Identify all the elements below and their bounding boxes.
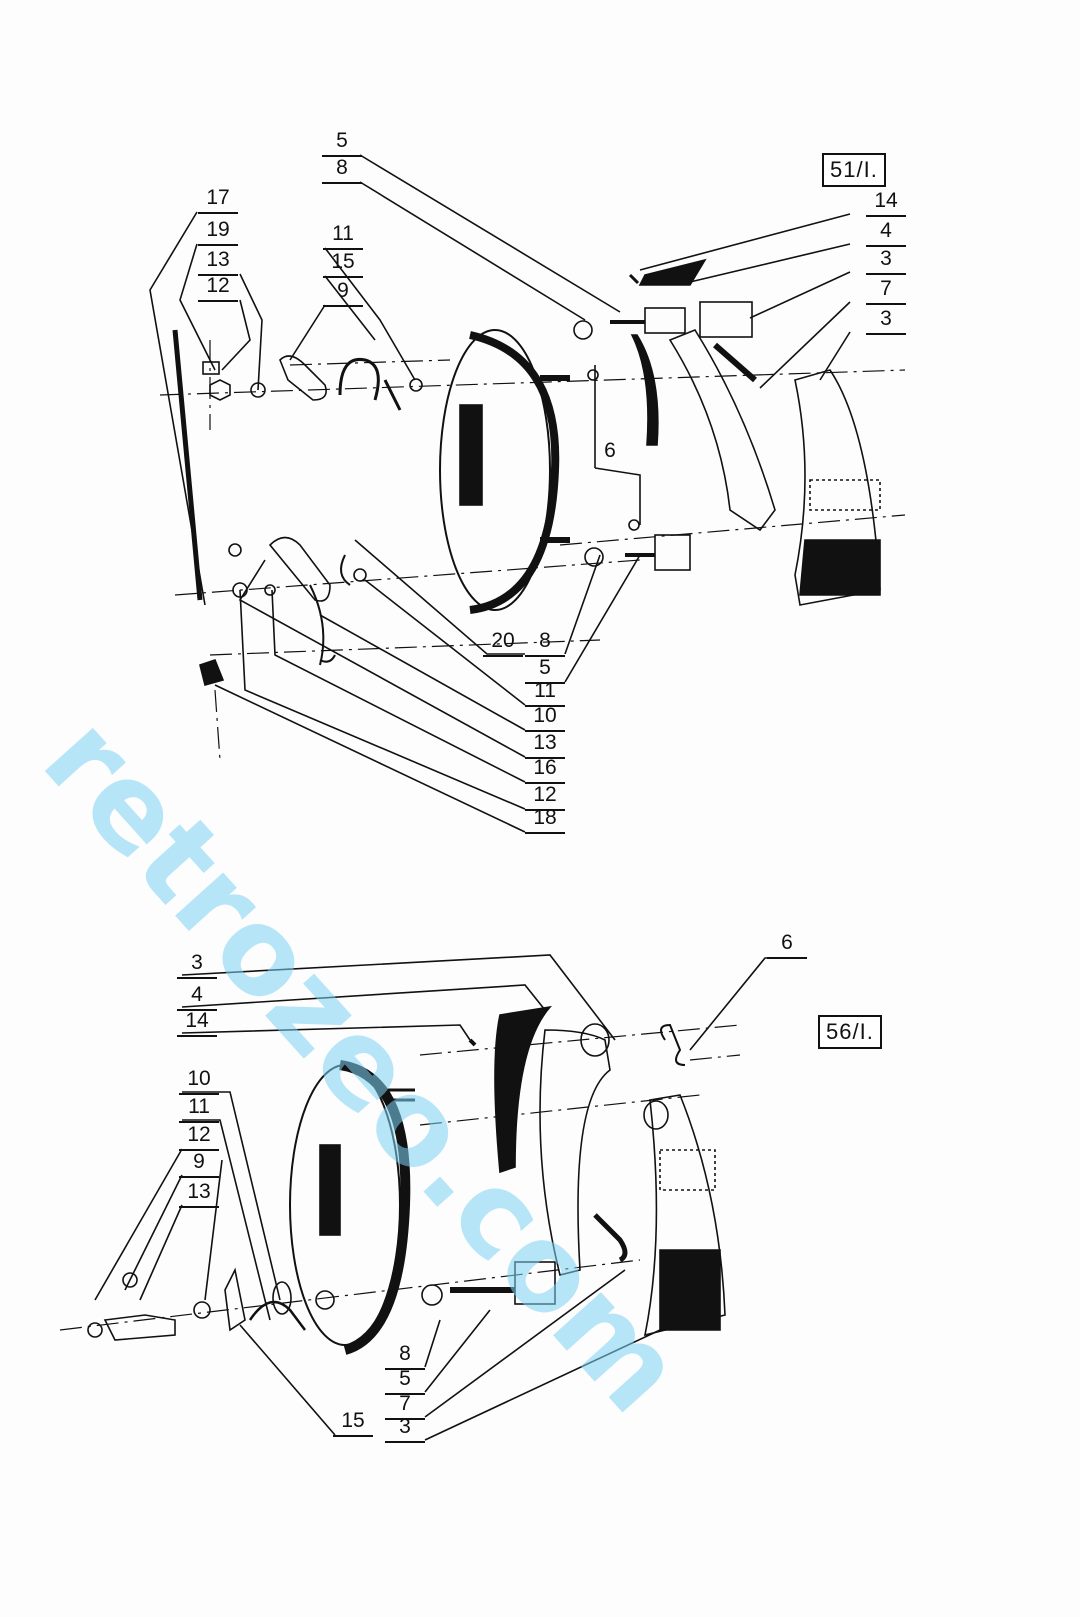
- part-label: 4: [177, 984, 217, 1011]
- part-label: 5: [385, 1368, 425, 1395]
- part-label: 19: [198, 219, 238, 246]
- part-label: 3: [866, 308, 906, 335]
- part-label: 14: [177, 1010, 217, 1037]
- part-label: 10: [179, 1068, 219, 1095]
- part-label: 6: [604, 439, 616, 462]
- part-label: 4: [866, 220, 906, 247]
- part-label: 17: [198, 187, 238, 214]
- part-label: 5: [322, 130, 362, 157]
- part-label: 13: [198, 249, 238, 276]
- part-label: 13: [179, 1181, 219, 1208]
- part-label: 8: [385, 1343, 425, 1370]
- part-label: 15: [323, 251, 363, 278]
- part-label: 6: [767, 932, 807, 959]
- part-label: 12: [198, 275, 238, 302]
- part-label: 20: [483, 630, 523, 657]
- part-label: 8: [525, 630, 565, 657]
- figure-id-bottom: 56/I.: [818, 1015, 882, 1049]
- part-label: 3: [385, 1416, 425, 1443]
- part-label: 15: [333, 1410, 373, 1437]
- part-label: 12: [179, 1124, 219, 1151]
- part-label: 13: [525, 732, 565, 759]
- part-label: 8: [322, 157, 362, 184]
- part-label: 5: [525, 657, 565, 684]
- part-label: 9: [179, 1151, 219, 1178]
- part-label: 11: [323, 223, 363, 250]
- part-label: 18: [525, 807, 565, 834]
- part-label: 10: [525, 705, 565, 732]
- part-label: 11: [179, 1096, 219, 1123]
- part-label: 12: [525, 784, 565, 811]
- part-label: 9: [323, 280, 363, 307]
- part-label: 7: [385, 1393, 425, 1420]
- part-label: 3: [866, 248, 906, 275]
- part-label: 11: [525, 680, 565, 707]
- top-leader-lines: [149, 154, 851, 833]
- bottom-parts: [87, 1005, 726, 1355]
- part-label: 7: [866, 278, 906, 305]
- part-label: 3: [177, 952, 217, 979]
- figure-id-top: 51/I.: [822, 153, 886, 187]
- part-label: 14: [866, 190, 906, 217]
- top-parts: [172, 258, 881, 686]
- part-label: 16: [525, 757, 565, 784]
